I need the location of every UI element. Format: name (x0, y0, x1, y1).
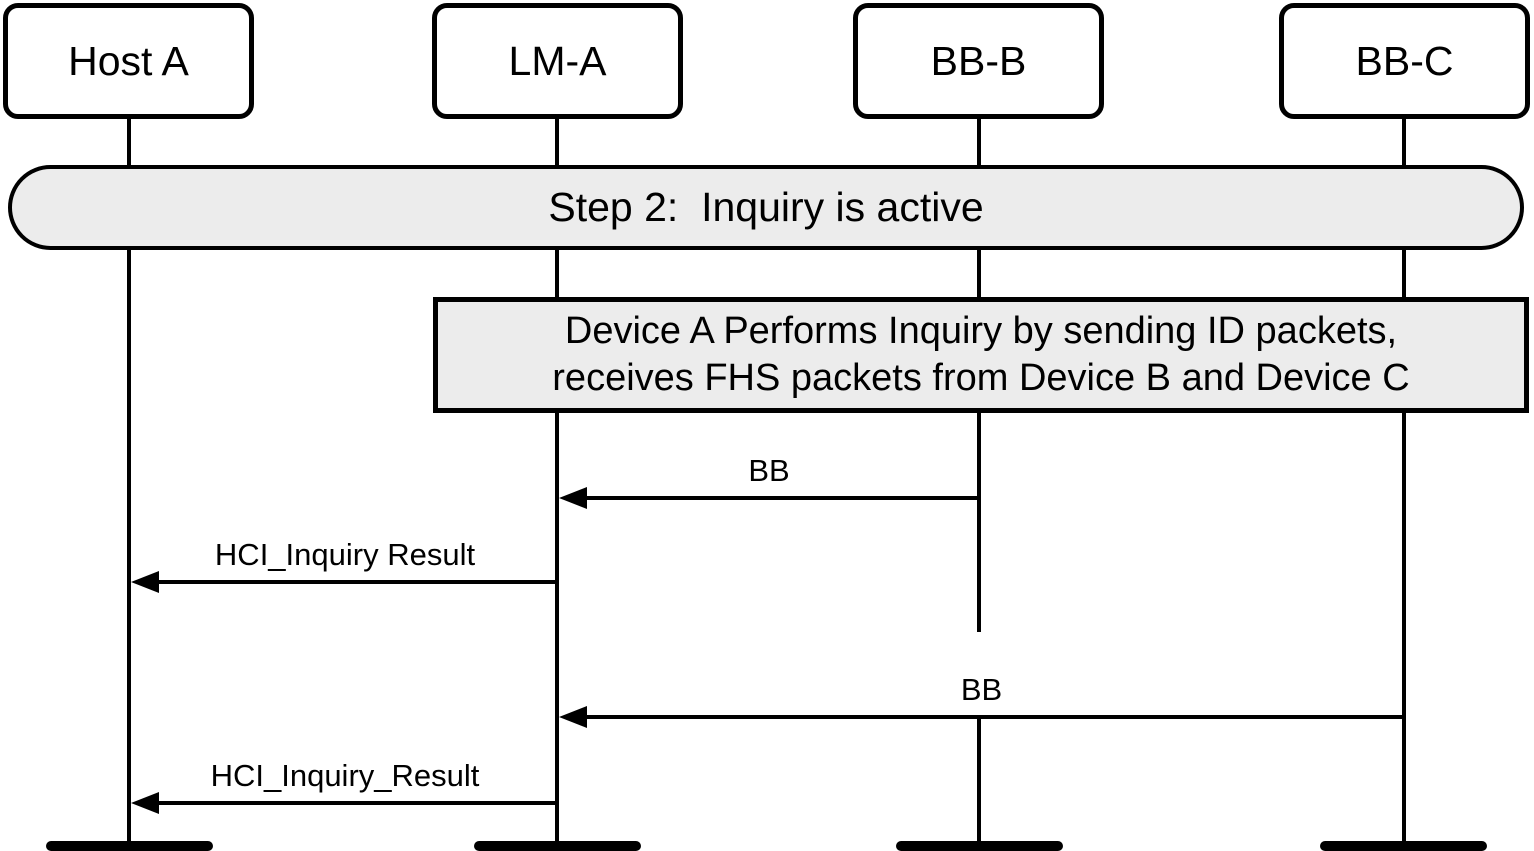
activity-note-line2: receives FHS packets from Device B and D… (552, 357, 1410, 399)
lifeline-lm-a (555, 115, 559, 843)
lifeline-host-a (127, 115, 131, 843)
participant-host-a: Host A (3, 3, 254, 119)
message-line-bb-2 (583, 715, 1404, 719)
activity-note: Device A Performs Inquiry by sending ID … (433, 297, 1529, 413)
arrowhead-left-icon (559, 706, 587, 728)
participant-label: BB-C (1355, 37, 1454, 84)
participant-label: Host A (68, 37, 189, 84)
message-line-hci-inquiry-result-2 (155, 801, 557, 805)
participant-bb-c: BB-C (1279, 3, 1530, 119)
activity-note-line1: Device A Performs Inquiry by sending ID … (564, 310, 1398, 352)
participant-lm-a: LM-A (432, 3, 683, 119)
arrowhead-left-icon (131, 792, 159, 814)
message-label-bb-1: BB (748, 453, 790, 488)
step-banner: Step 2: Inquiry is active (8, 165, 1524, 250)
message-label-hci-inquiry-result-1: HCI_Inquiry Result (214, 537, 476, 572)
terminator-bb-b (896, 841, 1063, 851)
participant-bb-b: BB-B (853, 3, 1104, 119)
terminator-bb-c (1320, 841, 1487, 851)
arrowhead-left-icon (559, 487, 587, 509)
arrowhead-left-icon (131, 571, 159, 593)
terminator-host-a (46, 841, 213, 851)
message-line-bb-1 (583, 496, 979, 500)
message-label-bb-2: BB (960, 672, 1003, 707)
participant-label: LM-A (508, 37, 607, 84)
terminator-lm-a (474, 841, 641, 851)
participant-label: BB-B (930, 37, 1027, 84)
message-line-hci-inquiry-result-1 (155, 580, 557, 584)
message-label-hci-inquiry-result-2: HCI_Inquiry_Result (210, 758, 480, 793)
lifeline-bb-c (1402, 115, 1406, 843)
lifeline-bb-b-lower (977, 715, 981, 843)
step-banner-label: Step 2: Inquiry is active (548, 184, 984, 230)
